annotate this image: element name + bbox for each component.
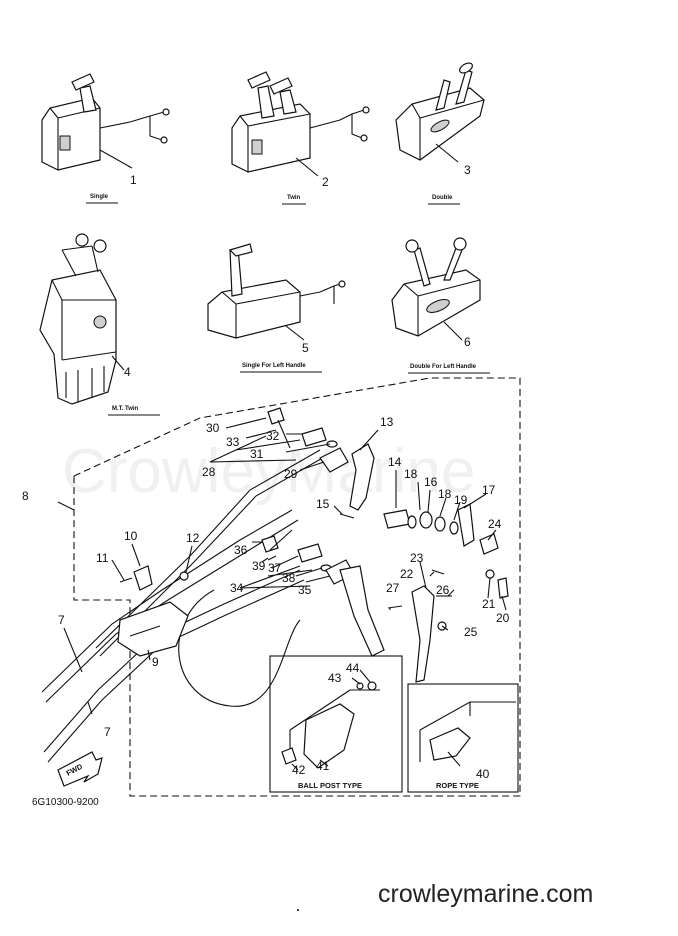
variant-caption: Double [432,195,453,201]
callout-number: 7 [58,613,65,627]
variant-double [395,62,485,163]
variant-number: 6 [464,335,471,349]
callout-number: 32 [266,429,280,443]
variant-caption: Single For Left Handle [242,363,306,369]
footer-site: crowleymarine.com [378,880,593,908]
callout-number: 41 [316,759,330,773]
callout-number: 31 [250,447,264,461]
callout-number: 36 [234,543,248,557]
callout-number: 26 [436,583,450,597]
callout-number: 35 [298,583,312,597]
variant-caption: Twin [287,195,301,201]
inset-caption: BALL POST TYPE [298,781,362,790]
callout-number: 25 [464,625,478,639]
variant-number: 3 [464,163,471,177]
variant-number: 4 [124,365,131,379]
callout-number: 27 [386,581,400,595]
inset-caption: ROPE TYPE [436,781,479,790]
inset-rope [407,683,519,793]
callout-number: 7 [104,725,111,739]
callout-number: 9 [152,655,159,669]
assembly-boundary [73,377,521,797]
cable [95,449,321,649]
callout-number: 17 [482,483,496,497]
callout-number: 18 [404,467,418,481]
callout-number: 18 [438,487,452,501]
callout-number: 20 [496,611,510,625]
variant-number: 2 [322,175,329,189]
callout-number: 12 [186,531,200,545]
callout-number: 28 [202,465,216,479]
callout-number: 37 [268,561,282,575]
variant-double-left [391,237,481,341]
variant-number: 5 [302,341,309,355]
catalog-code: 6G10300-9200 [32,797,99,808]
callout-number: 38 [282,571,296,585]
variant-caption: Double For Left Handle [410,364,477,370]
callout-number: 30 [206,421,220,435]
callout-number: 23 [410,551,424,565]
callout-number: 43 [328,671,342,685]
fwd-arrow: FWD [57,751,103,787]
callout-number: 11 [96,551,109,565]
callout-number: 21 [482,597,496,611]
variant-mt-twin [39,233,125,405]
callout-number: 13 [380,415,394,429]
callout-number: 16 [424,475,438,489]
watermark: CrowleyMarine [62,437,475,506]
variant-single-left [207,243,346,341]
callout-number: 22 [400,567,414,581]
callout-number: 24 [488,517,502,531]
variant-number: 1 [130,173,137,187]
callout-number: 8 [22,489,29,503]
callout-number: 33 [226,435,240,449]
callout-number: 40 [476,767,490,781]
variant-single [41,73,170,171]
callout-number: 29 [284,467,298,481]
variant-caption: Single [90,194,109,200]
callout-number: 39 [252,559,266,573]
callout-number: 19 [454,493,468,507]
callout-number: 10 [124,529,138,543]
variant-caption: M.T. Twin [112,406,139,412]
inset-ball-post [269,655,403,793]
callout-number: 15 [316,497,330,511]
callout-number: 14 [388,455,402,469]
callout-number: 44 [346,661,360,675]
variant-twin [231,71,370,177]
callout-number: 34 [230,581,244,595]
callout-number: 42 [292,763,306,777]
